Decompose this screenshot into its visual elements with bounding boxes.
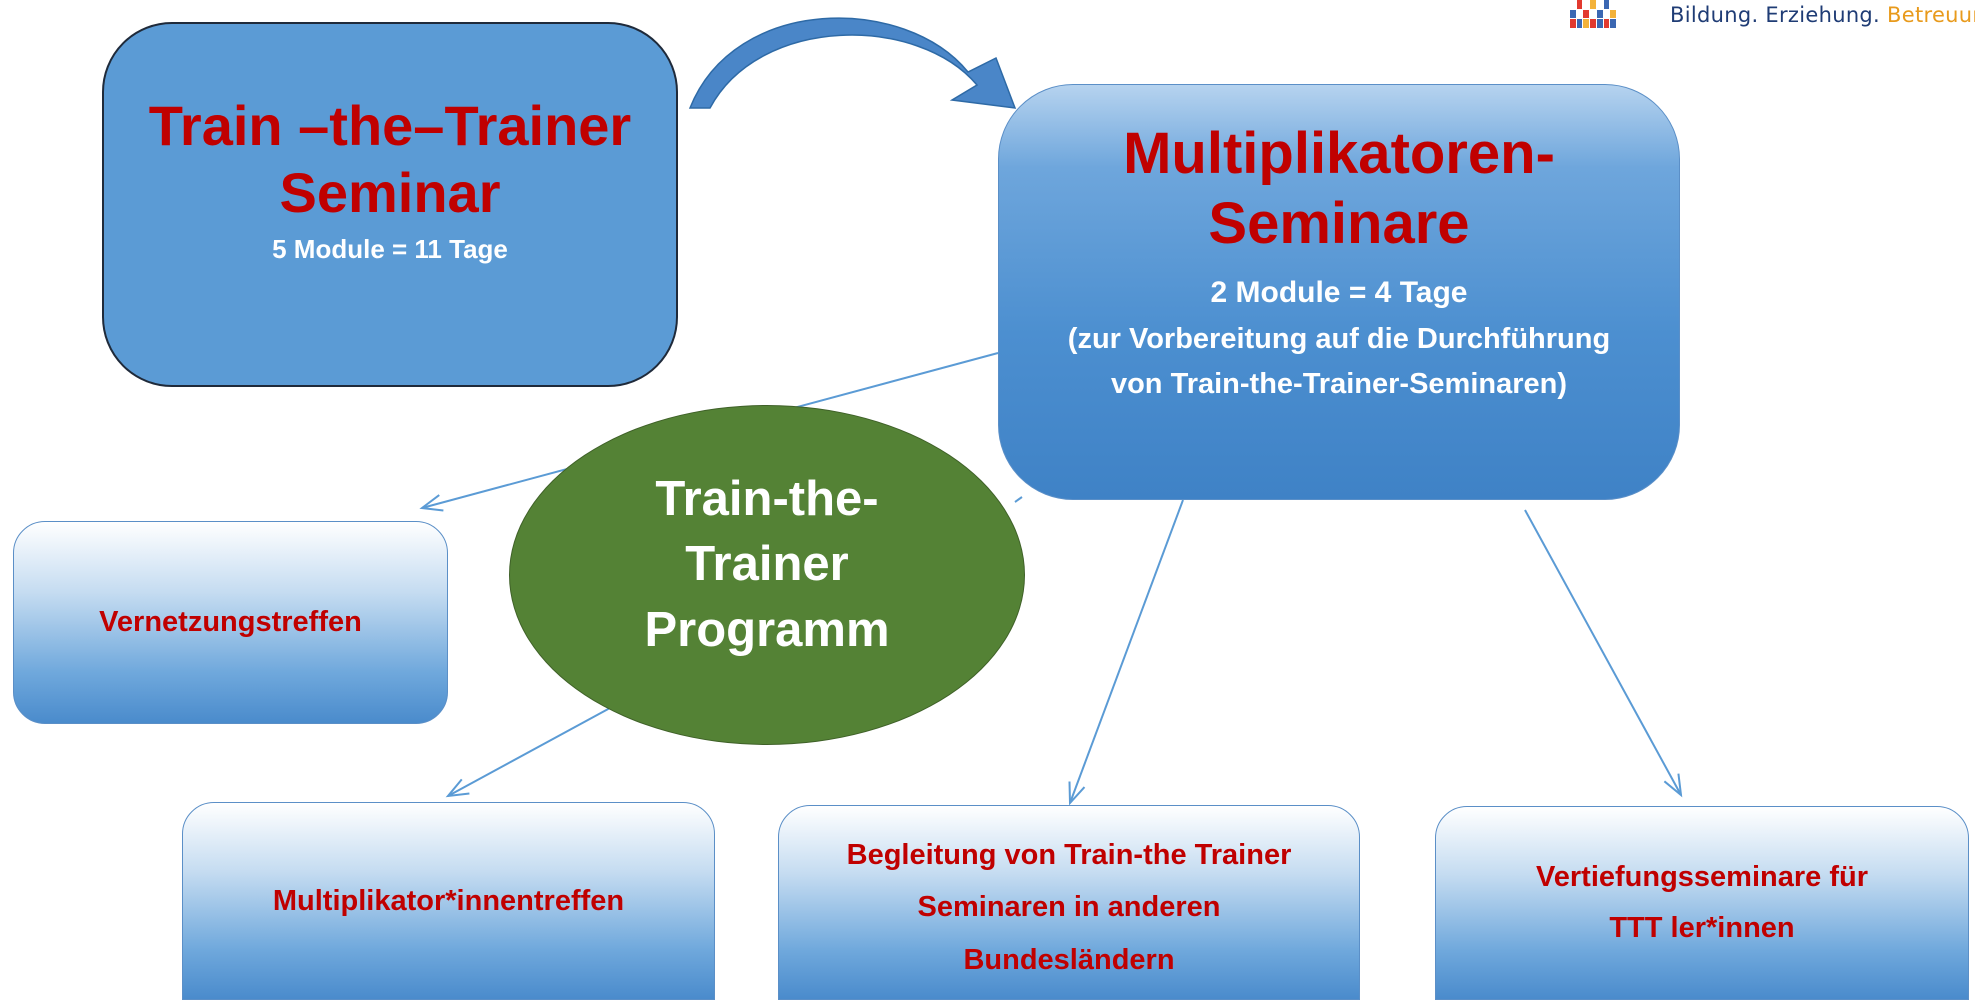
train-the-trainer-programm-ellipse: Train-the- Trainer Programm xyxy=(509,405,1025,745)
logo-word-1: Bildung. xyxy=(1670,3,1759,27)
vertiefung-line2: TTT ler*innen xyxy=(1609,912,1795,944)
train-the-trainer-seminar-box: Train –the–Trainer Seminar 5 Module = 11… xyxy=(102,22,678,387)
multi-box-line1: 2 Module = 4 Tage xyxy=(1210,276,1468,310)
train-box-title-line2: Seminar xyxy=(279,161,501,225)
center-line1: Train-the- xyxy=(655,471,879,526)
vernetzungstreffen-label: Vernetzungstreffen xyxy=(99,606,362,639)
connector-center-to-multi xyxy=(1014,496,1023,503)
curved-arrow xyxy=(688,17,1017,109)
multi-box-line3: von Train-the-Trainer-Seminaren) xyxy=(1110,367,1568,400)
center-line3: Programm xyxy=(644,602,890,657)
vertiefungsseminare-box: Vertiefungsseminare für TTT ler*innen xyxy=(1435,806,1969,1000)
vernetzungstreffen-box: Vernetzungstreffen xyxy=(13,521,448,724)
connector-multi-to-vertiefung xyxy=(1524,509,1683,798)
multi-box-line2: (zur Vorbereitung auf die Durchführung xyxy=(1067,322,1611,355)
begleitung-line2: Seminaren in anderen xyxy=(917,891,1221,924)
logo-word-2: Erziehung. xyxy=(1765,3,1881,27)
begleitung-line3: Bundesländern xyxy=(963,943,1175,976)
train-box-title-line1: Train –the–Trainer xyxy=(148,94,632,157)
multi-box-title-line1: Multiplikatoren- xyxy=(1123,121,1555,186)
begleitung-line1: Begleitung von Train-the Trainer xyxy=(846,839,1292,872)
logo-word-3: Betreuun xyxy=(1887,3,1975,27)
begleitung-box: Begleitung von Train-the Trainer Seminar… xyxy=(778,805,1360,1000)
multiplikator-innentreffen-box: Multiplikator*innentreffen xyxy=(182,802,715,1000)
train-box-subtitle: 5 Module = 11 Tage xyxy=(272,234,508,265)
multiplikatoren-seminare-box: Multiplikatoren- Seminare 2 Module = 4 T… xyxy=(998,84,1680,500)
logo-text: Bildung. Erziehung. Betreuun xyxy=(1670,3,1975,27)
vertiefung-line1: Vertiefungsseminare für xyxy=(1536,861,1868,894)
logo-grid-icon xyxy=(1570,0,1616,28)
multiplikator-innentreffen-label: Multiplikator*innentreffen xyxy=(272,884,625,917)
connector-multi-to-begleitung xyxy=(1068,499,1184,806)
multi-box-title-line2: Seminare xyxy=(1208,190,1470,256)
center-line2: Trainer xyxy=(685,537,849,592)
connector-center-to-multiplikator xyxy=(445,707,611,798)
logo: Bildung. Erziehung. Betreuun xyxy=(1562,0,1975,36)
